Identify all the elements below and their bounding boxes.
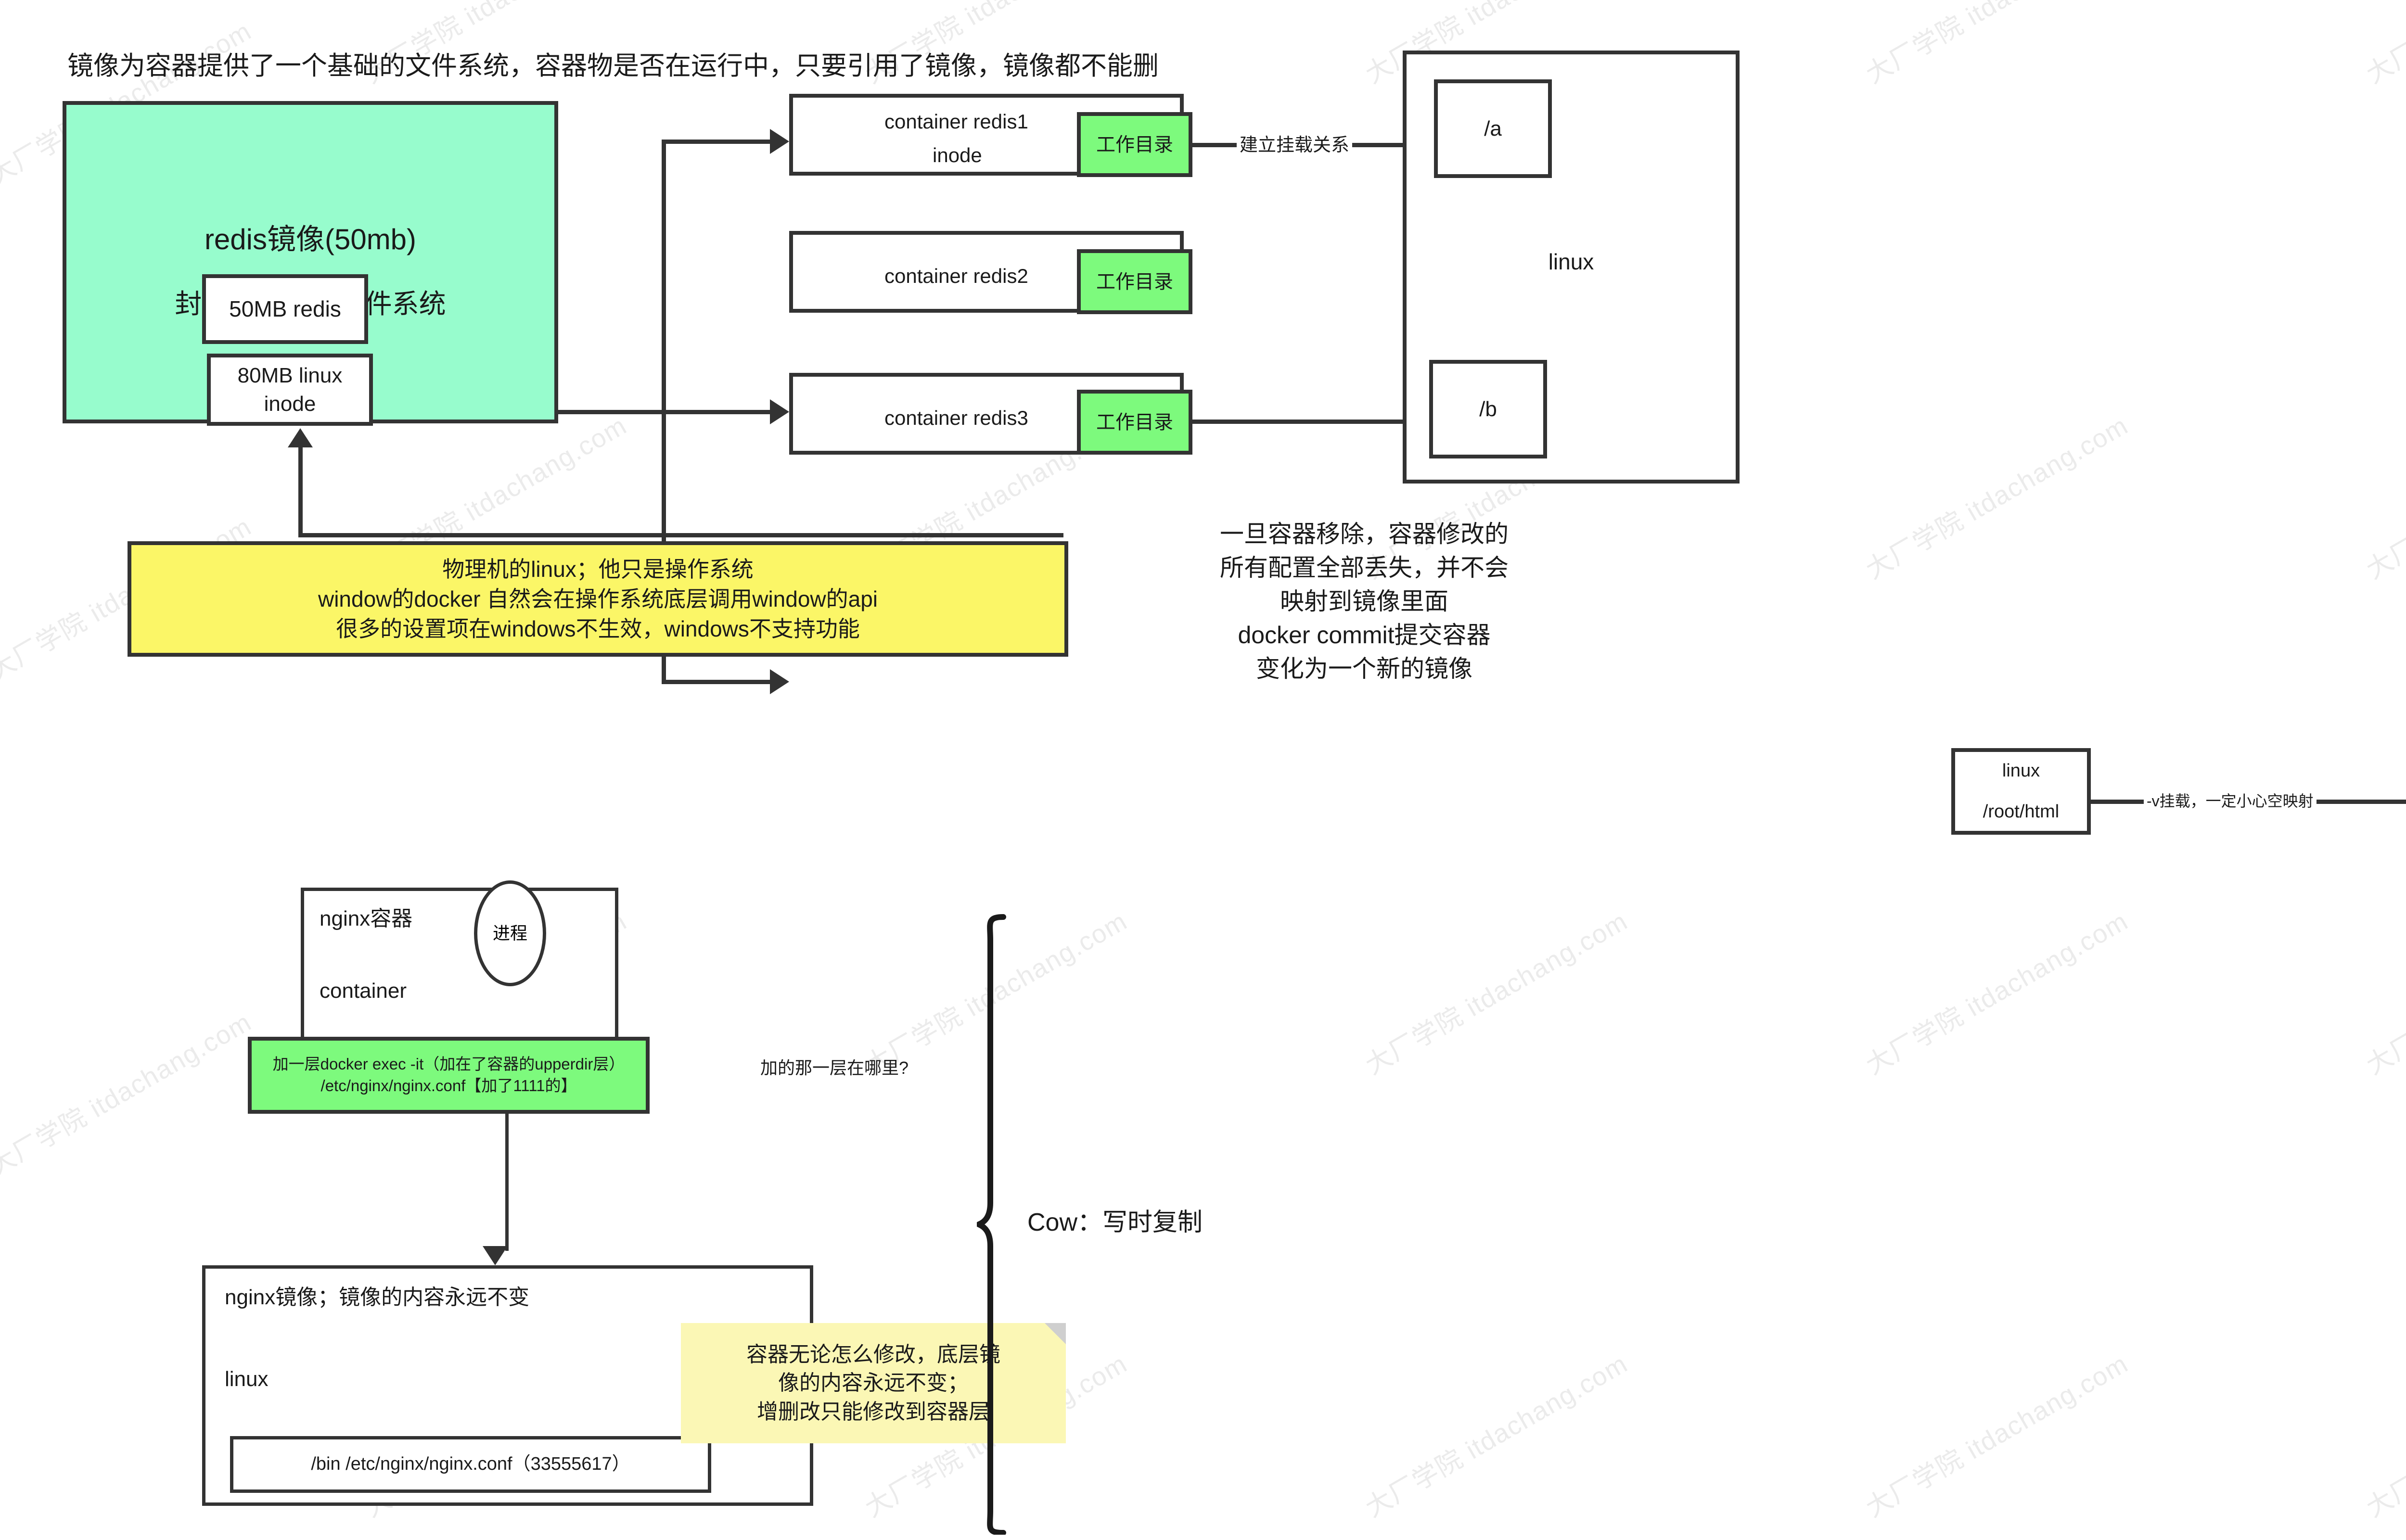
note-edge-vertical	[298, 447, 303, 535]
watermark: 大厂学院 itdachang.com	[1861, 906, 2133, 1080]
nginx-container-subtitle: container	[320, 979, 407, 1003]
nginx-container-box: nginx容器 container	[301, 888, 618, 1051]
watermark: 大厂学院 itdachang.com	[1861, 410, 2133, 585]
upper-layer-line1: 加一层docker exec -it（加在了容器的upperdir层）	[272, 1055, 625, 1073]
volume-host-box: linux /root/html	[1951, 748, 2091, 835]
nginx-image-file-row: /bin /etc/nginx/nginx.conf（33555617）	[230, 1436, 711, 1493]
watermark: 大厂学院 itdachang.com	[2361, 411, 2406, 585]
container-redis2-name: container redis2	[884, 265, 1028, 287]
volume-host-line2: /root/html	[1983, 802, 2060, 822]
host-dir-b-box: /b	[1429, 360, 1547, 458]
watermark: 大厂学院 itdachang.com	[1861, 1349, 2133, 1523]
redis-image-title: redis镜像(50mb)	[204, 223, 417, 255]
nginx-container-title: nginx容器	[320, 907, 413, 930]
nginx-image-os: linux	[225, 1367, 269, 1391]
volume-edge-label: -v挂载，一定小心空映射	[2144, 789, 2316, 811]
nginx-image-title: nginx镜像；镜像的内容永远不变	[225, 1285, 530, 1309]
physical-linux-note-line2: window的docker 自然会在操作系统底层调用window的api	[318, 586, 878, 611]
container-redis1-workdir: 工作目录	[1077, 112, 1192, 177]
physical-linux-note-line3: 很多的设置项在windows不生效，windows不支持功能	[336, 616, 860, 642]
cow-label: Cow：写时复制	[1027, 1209, 1203, 1236]
process-ellipse: 进程	[474, 880, 546, 986]
container-redis2-workdir: 工作目录	[1077, 249, 1192, 314]
process-label: 进程	[492, 923, 527, 943]
headline-text: 镜像为容器提供了一个基础的文件系统，容器物是否在运行中，只要引用了镜像，镜像都不…	[67, 51, 1159, 80]
connector-branch-1	[662, 140, 777, 144]
cow-brace-icon	[977, 914, 1006, 1535]
watermark: 大厂学院 itdachang.com	[2361, 1349, 2406, 1523]
question-text: 加的那一层在哪里?	[760, 1058, 909, 1078]
layer-linux-label: 80MB linux inode	[237, 363, 343, 416]
host-dir-a-box: /a	[1434, 79, 1552, 178]
container-redis3-workdir: 工作目录	[1077, 390, 1192, 455]
watermark: 大厂学院 itdachang.com	[2361, 906, 2406, 1080]
container-redis3-name: container redis3	[884, 407, 1028, 429]
upper-layer-box: 加一层docker exec -it（加在了容器的upperdir层） /etc…	[248, 1037, 650, 1114]
connector-trunk	[558, 410, 662, 414]
upper-layer-line2: /etc/nginx/nginx.conf【加了1111的】	[320, 1077, 577, 1095]
sticky-note: 容器无论怎么修改，底层镜 像的内容永远不变； 增删改只能修改到容器层	[681, 1323, 1066, 1443]
nginx-image-file-label: /bin /etc/nginx/nginx.conf（33555617）	[311, 1454, 630, 1475]
layer-redis-box: 50MB redis	[202, 274, 368, 344]
container-redis2-workdir-label: 工作目录	[1096, 271, 1173, 293]
host-linux-label: linux	[1548, 249, 1594, 274]
physical-linux-note-line1: 物理机的linux；他只是操作系统	[442, 556, 754, 582]
watermark: 大厂学院 itdachang.com	[0, 1007, 256, 1181]
commit-note-text: 一旦容器移除，容器修改的 所有配置全部丢失，并不会 映射到镜像里面 docker…	[1220, 521, 1509, 682]
mount-edge-redis3	[1192, 420, 1423, 424]
arrow-to-redis3	[770, 669, 789, 694]
arrow-note-to-image	[288, 428, 313, 447]
arrow-layer-to-image	[483, 1246, 508, 1265]
arrow-to-redis1	[770, 129, 789, 154]
watermark: 大厂学院 itdachang.com	[1861, 0, 2133, 89]
container-redis1-name: container redis1	[884, 110, 1028, 133]
sticky-note-text: 容器无论怎么修改，底层镜 像的内容永远不变； 增删改只能修改到容器层	[746, 1342, 1000, 1424]
connector-vertical	[662, 140, 666, 414]
container-redis3-workdir-label: 工作目录	[1096, 411, 1173, 433]
connector-branch-3	[662, 680, 777, 684]
watermark: 大厂学院 itdachang.com	[1360, 906, 1633, 1080]
mount-edge-label: 建立挂载关系	[1237, 130, 1353, 156]
host-dir-a-label: /a	[1484, 116, 1502, 140]
physical-linux-note: 物理机的linux；他只是操作系统 window的docker 自然会在操作系统…	[128, 541, 1068, 657]
layer-linux-box: 80MB linux inode	[207, 354, 373, 426]
container-redis1-inode: inode	[933, 144, 982, 166]
note-edge-horizontal	[298, 533, 1063, 537]
host-dir-b-label: /b	[1479, 397, 1497, 421]
layer-redis-label: 50MB redis	[229, 296, 341, 322]
watermark: 大厂学院 itdachang.com	[2361, 0, 2406, 89]
volume-host-line1: linux	[2002, 760, 2040, 781]
sticky-note-fold-icon	[1045, 1323, 1066, 1344]
layer-edge-vertical	[505, 1114, 509, 1251]
watermark: 大厂学院 itdachang.com	[1360, 1349, 1633, 1523]
container-redis1-workdir-label: 工作目录	[1096, 134, 1173, 155]
connector-branch-2	[662, 410, 777, 414]
arrow-to-redis2	[770, 399, 789, 424]
